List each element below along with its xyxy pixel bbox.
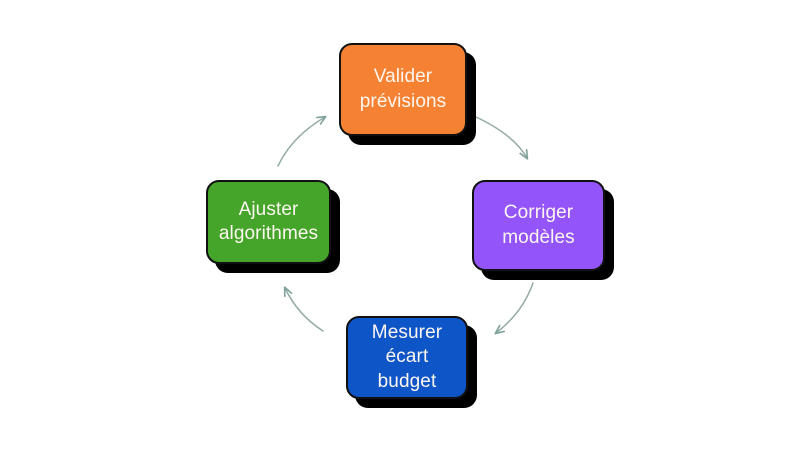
node-validate-label: Valider prévisions [359, 66, 447, 112]
node-validate-previsions[interactable]: Valider prévisions [339, 43, 467, 136]
node-mesurer-ecart-budget[interactable]: Mesurer écart budget [346, 316, 468, 399]
node-measure-label: Mesurer écart budget [371, 322, 443, 392]
node-corriger-modeles[interactable]: Corriger modèles [472, 180, 605, 271]
node-adjust-label: Ajuster algorithmes [218, 198, 319, 244]
connector-correct-to-measure [496, 282, 534, 333]
connector-validate-to-correct [473, 115, 527, 158]
connector-measure-to-adjust [285, 288, 324, 332]
node-ajuster-algorithmes[interactable]: Ajuster algorithmes [206, 180, 331, 264]
node-correct-label: Corriger modèles [502, 202, 575, 248]
connector-adjust-to-validate [277, 117, 325, 167]
